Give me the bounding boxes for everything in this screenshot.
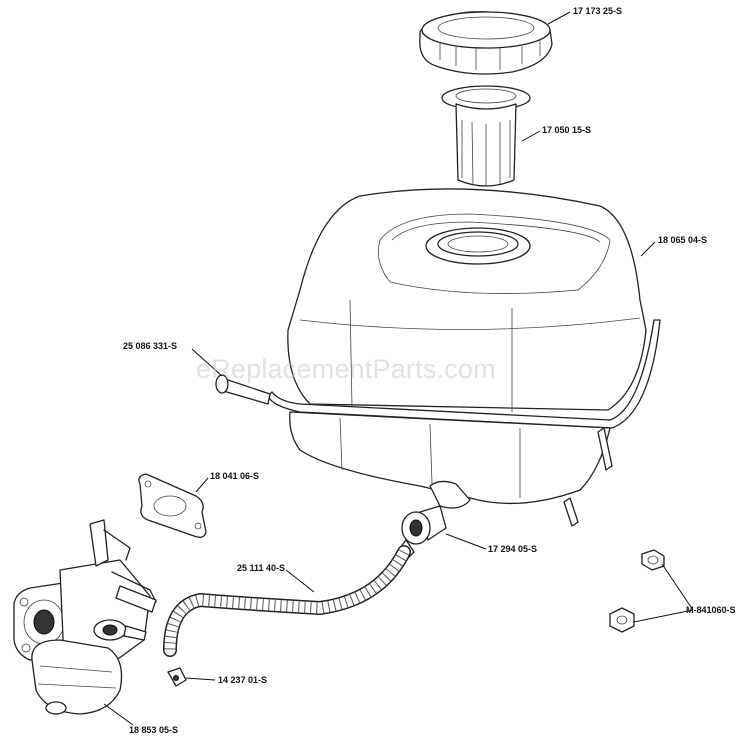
part-label-fuel-cap[interactable]: 17 173 25-S [573,6,623,16]
mounting-nut-lower[interactable] [609,607,635,633]
part-label-shutoff-valve[interactable]: 17 294 05-S [488,544,538,554]
carburetor[interactable] [13,519,157,715]
mounting-nut-upper[interactable] [641,549,665,571]
part-label-tank-fitting[interactable]: 25 086 331-S [123,341,178,351]
fuel-tank[interactable] [267,188,661,527]
fuel-cap[interactable] [419,11,553,75]
part-label-mounting-nut[interactable]: M-841060-S [686,605,736,615]
carburetor-gasket[interactable] [138,473,207,538]
part-label-gasket[interactable]: 18 041 06-S [210,471,260,481]
leader-lines [103,11,694,726]
part-label-fuel-line[interactable]: 25 111 40-S [237,563,286,573]
part-label-fuel-strainer[interactable]: 17 050 15-S [542,125,592,135]
watermark-text: eReplacementParts.com [196,354,496,384]
part-label-fuel-tank[interactable]: 18 065 04-S [658,235,708,245]
hose-clamp[interactable] [167,667,187,687]
part-label-carburetor[interactable]: 18 853 05-S [129,725,179,735]
fuel-shutoff-valve[interactable] [399,505,447,561]
part-label-hose-clamp[interactable]: 14 237 01-S [218,675,268,685]
tank-fitting[interactable] [215,374,271,405]
fuel-strainer[interactable] [441,85,531,187]
fuel-line-hose[interactable] [163,545,411,657]
